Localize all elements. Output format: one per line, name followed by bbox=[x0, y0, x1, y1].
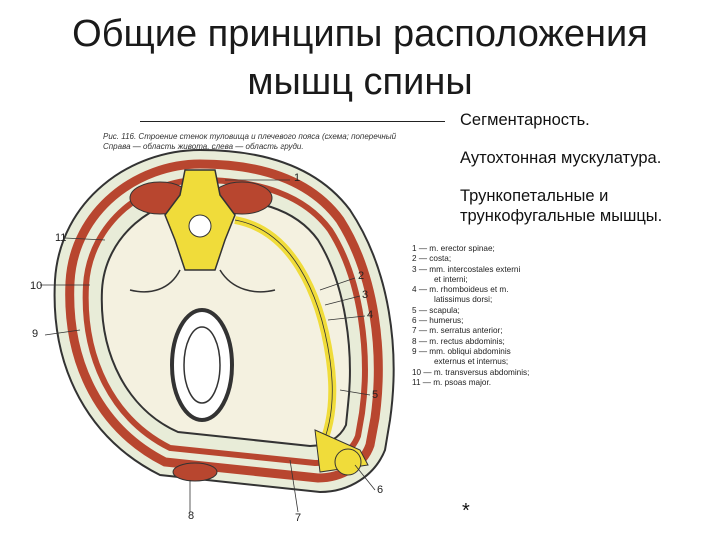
legend-item: latissimus dorsi; bbox=[434, 295, 493, 305]
humerus bbox=[334, 448, 362, 476]
bullet-item: Аутохтонная мускулатура. bbox=[460, 149, 662, 167]
figure-label: 9 bbox=[32, 328, 39, 340]
figure-label: 5 bbox=[372, 389, 379, 401]
figure-label: 8 bbox=[188, 510, 195, 522]
legend-item: 10 — m. transversus abdominis; bbox=[412, 367, 530, 377]
rectus-abdominis bbox=[172, 462, 218, 482]
bullet-list: Сегментарность. Аутохтонная мускулатура.… bbox=[460, 110, 715, 226]
figure-caption: Рис. 116. Строение стенок туловища и пле… bbox=[103, 132, 463, 152]
legend-item: 1 — m. erector spinae; bbox=[412, 244, 495, 253]
legend-item: 7 — m. serratus anterior; bbox=[412, 326, 503, 336]
muscle-layer-outer bbox=[65, 159, 383, 483]
figure-label: 1 bbox=[294, 172, 301, 184]
central-organ-inner bbox=[183, 326, 221, 404]
footnote-asterisk: * bbox=[462, 500, 470, 522]
figure-label: 7 bbox=[295, 512, 302, 524]
legend-item: 11 — m. psoas major. bbox=[412, 377, 492, 387]
legend-item: 9 — mm. obliqui abdominis bbox=[412, 346, 511, 356]
legend-item: 2 — costa; bbox=[412, 254, 452, 264]
spinal-canal bbox=[188, 214, 212, 238]
bullet-item: Трункопетальные и трункофугальные мышцы. bbox=[460, 187, 663, 225]
slide-title: Общие принципы расположения мышц спины bbox=[0, 10, 720, 106]
legend-item: 6 — humerus; bbox=[412, 316, 464, 326]
trunk-cross-section-diagram bbox=[40, 148, 395, 513]
slide-title-line1: Общие принципы расположения bbox=[72, 13, 648, 55]
figure-label: 11 bbox=[55, 232, 67, 244]
figure-legend: 1 — m. erector spinae; 2 — costa; 3 — mm… bbox=[412, 244, 582, 388]
caption-line: Рис. 116. Строение стенок туловища и пле… bbox=[103, 132, 397, 141]
title-divider bbox=[140, 121, 445, 122]
caption-line: Справа — область живота, слева — область… bbox=[103, 142, 304, 151]
legend-item: 5 — scapula; bbox=[412, 305, 460, 315]
legend-item: externus et internus; bbox=[434, 357, 509, 367]
bullet-item: Сегментарность. bbox=[460, 111, 590, 129]
legend-item: 8 — m. rectus abdominis; bbox=[412, 336, 505, 346]
leader-lines bbox=[40, 179, 376, 513]
figure-label: 10 bbox=[30, 280, 43, 292]
rib-right-outline bbox=[234, 219, 333, 451]
legend-item: et interni; bbox=[434, 274, 468, 284]
legend-item: 4 — m. rhomboideus et m. bbox=[412, 285, 509, 295]
pleural-divider bbox=[129, 269, 276, 293]
legend-item: 3 — mm. intercostales externi bbox=[412, 264, 521, 274]
figure-label: 2 bbox=[358, 270, 365, 282]
slide-title-line2: мышц спины bbox=[247, 61, 473, 103]
figure-label: 6 bbox=[377, 484, 384, 496]
figure-label: 4 bbox=[367, 309, 374, 321]
figure-label: 3 bbox=[362, 289, 369, 301]
